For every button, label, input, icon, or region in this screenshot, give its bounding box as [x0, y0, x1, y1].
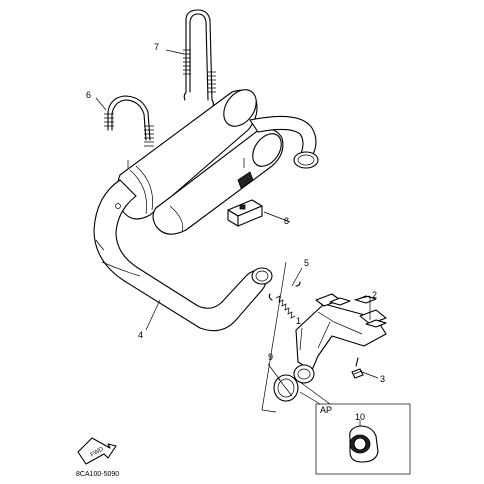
part-3-bolt: [351, 357, 364, 379]
callout-10: 10: [355, 412, 365, 422]
callout-4: 4: [138, 330, 143, 340]
part-5-spring: [268, 281, 301, 319]
part-9-ring: [273, 374, 299, 402]
callout-9: 9: [268, 352, 273, 362]
leader-lines: [95, 49, 379, 426]
callout-5: 5: [304, 258, 309, 268]
part-1-manifold: [293, 293, 387, 384]
part-8-damper: [227, 199, 263, 227]
part-4-exhaust-pipe-muffler: [93, 89, 319, 332]
callout-6: 6: [86, 90, 91, 100]
reference-code: 8CA100-5090: [76, 471, 119, 478]
fwd-arrow-icon: FWD: [77, 437, 117, 465]
part-2-gaskets: [329, 295, 387, 328]
part-6-hanger-lower: [104, 95, 154, 200]
inset-label: AP: [320, 405, 332, 415]
part-10-cap: [349, 425, 379, 463]
inset-ap: [299, 381, 411, 475]
callout-2: 2: [372, 290, 377, 300]
bracket-line: [261, 261, 287, 413]
callout-8: 8: [284, 216, 289, 226]
callout-1: 1: [296, 316, 301, 326]
callout-7: 7: [154, 42, 159, 52]
callout-3: 3: [380, 374, 385, 384]
